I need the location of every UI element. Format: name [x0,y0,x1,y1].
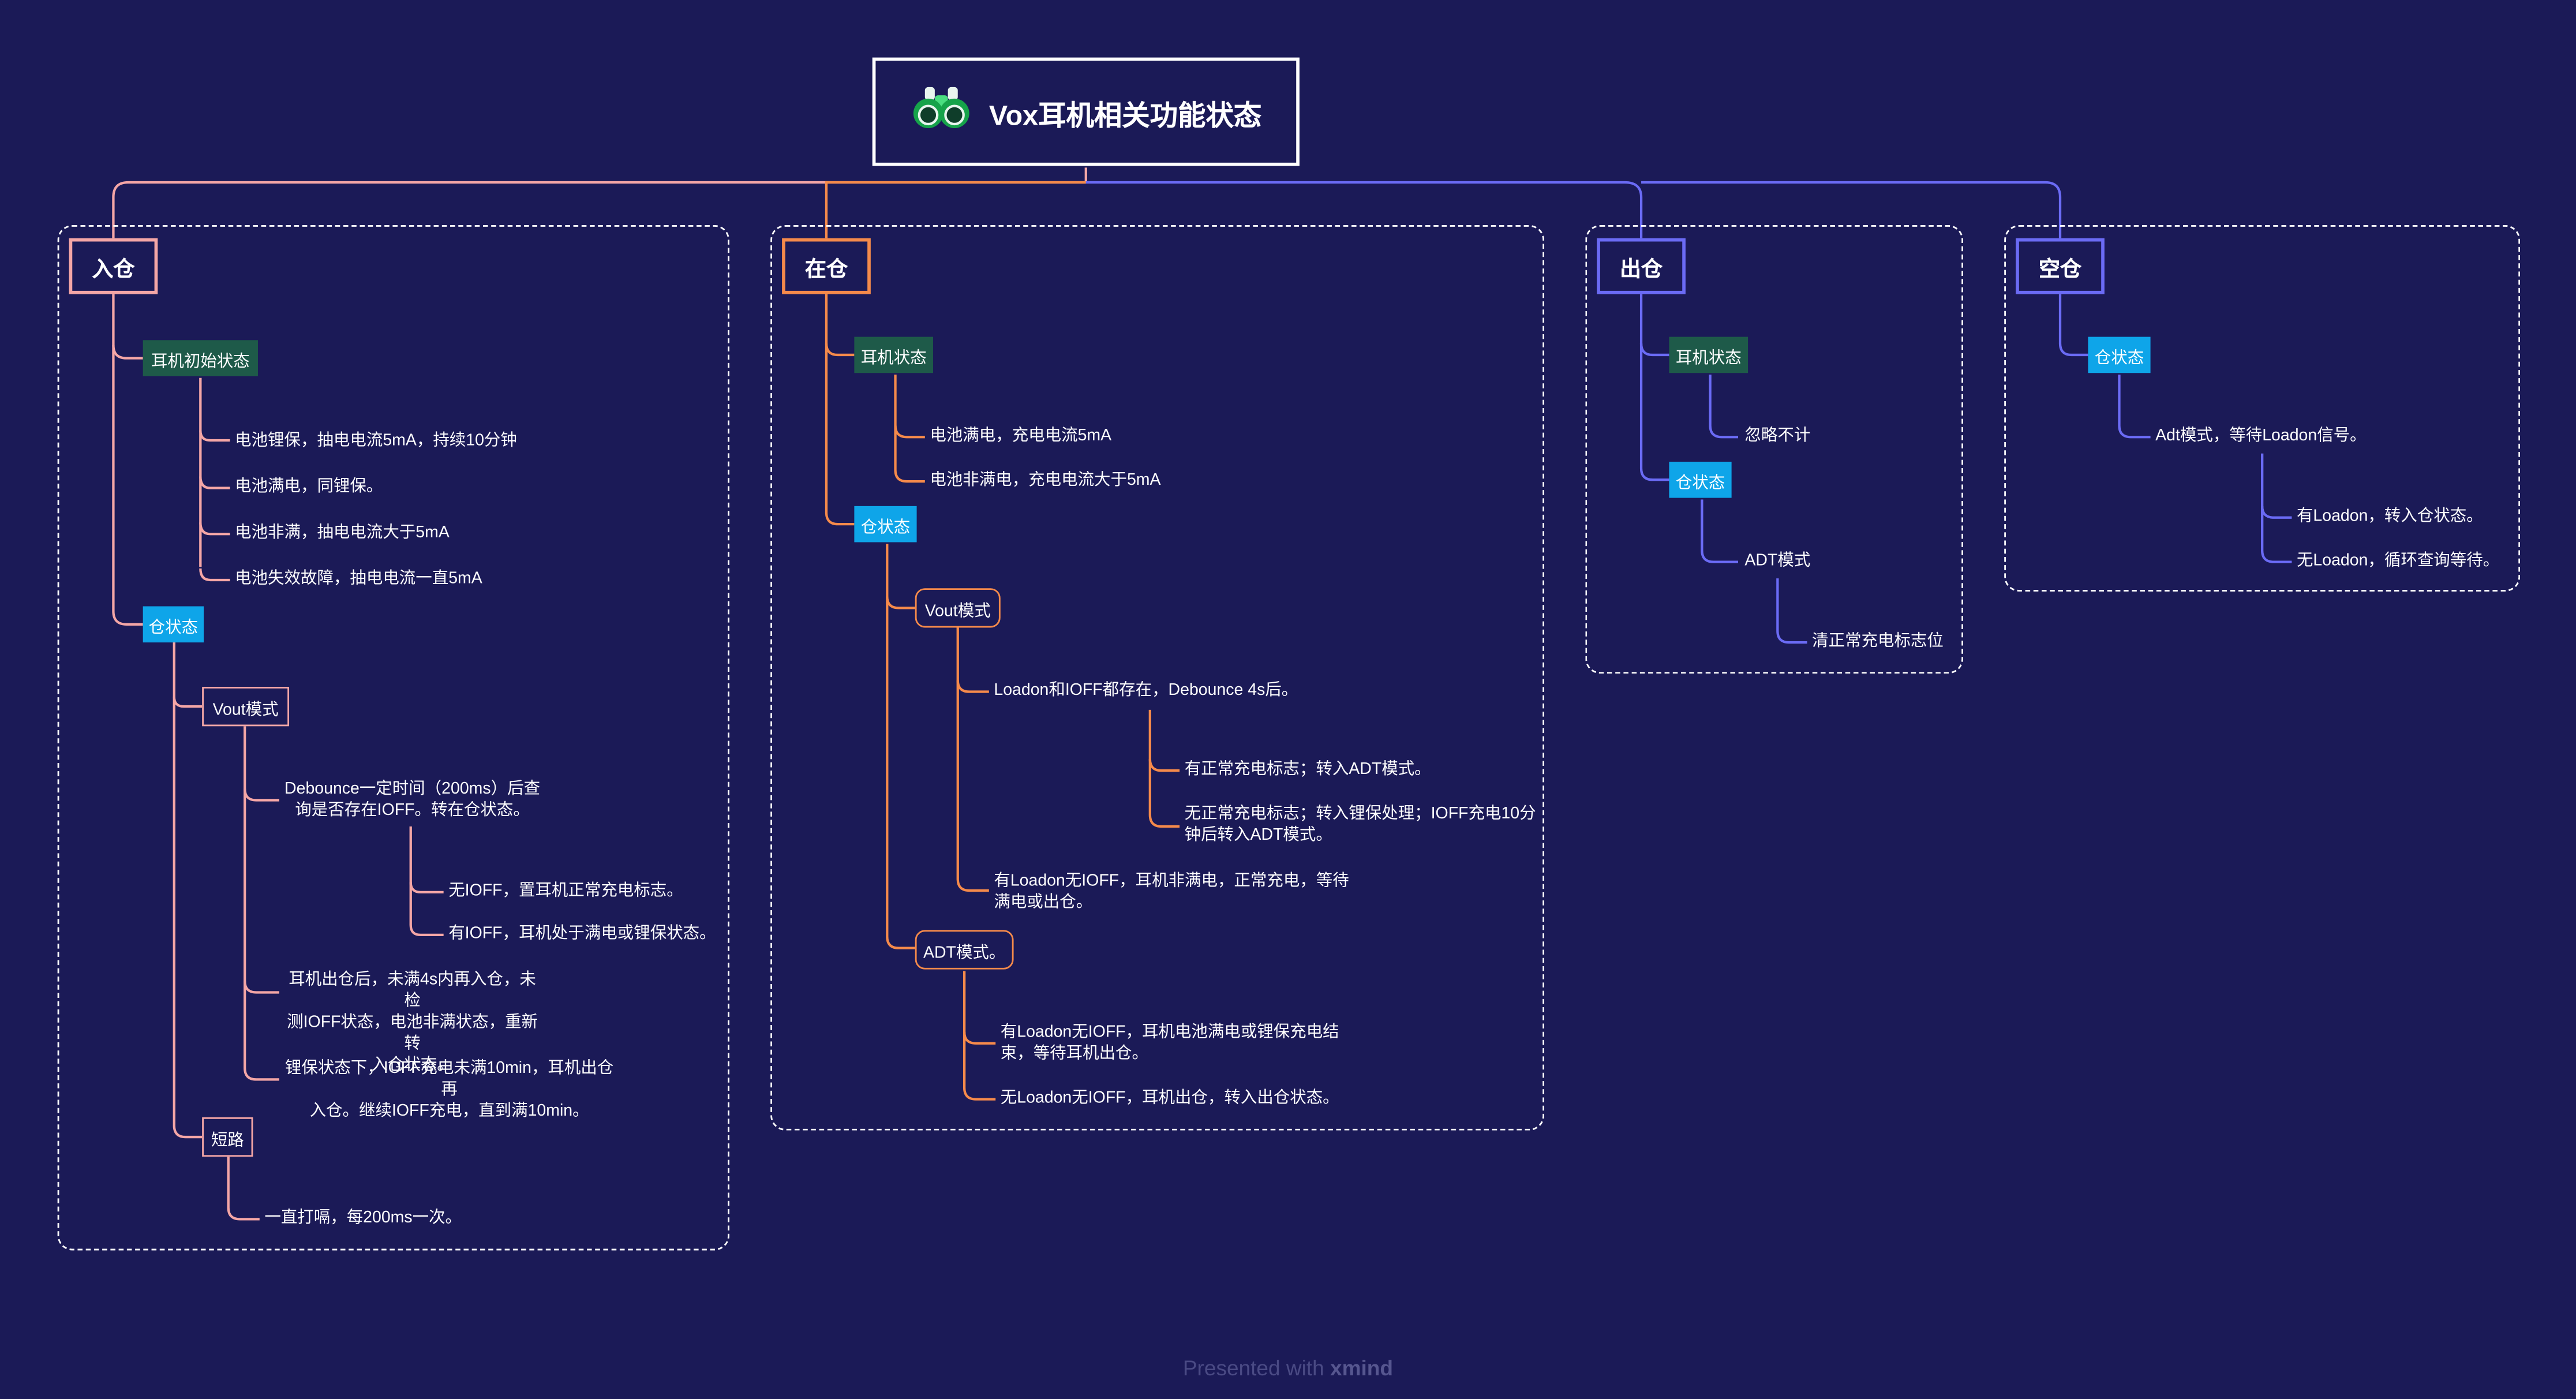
ru-reenter[interactable]: 耳机出仓后，未满4s内再入仓，未检 测IOFF状态，电池非满状态，重新转 入仓状… [287,971,538,1075]
xmind-logo-text: xmind [1330,1355,1394,1381]
kong-has-loadon[interactable]: 有Loadon，转入仓状态。 [2296,507,2483,526]
category-zai[interactable]: 在仓 [782,238,871,294]
footer-attribution: Presented with xmind [0,1356,2576,1381]
kong-no-loadon[interactable]: 无Loadon，循环查询等待。 [2296,552,2500,570]
chu-case-status[interactable]: 仓状态 [1669,461,1732,498]
kong-case-status[interactable]: 仓状态 [2088,336,2151,373]
zai-adt-mode[interactable]: ADT模式。 [915,930,1014,970]
ru-frame [57,225,730,1251]
zai-vout-mode[interactable]: Vout模式 [915,588,1001,628]
kong-adt-wait[interactable]: Adt模式，等待Loadon信号。 [2155,427,2367,446]
ru-headset-item-4[interactable]: 电池失效故障，抽电电流一直5mA [235,570,482,589]
footer-prefix: Presented with [1182,1355,1324,1381]
zai-headset-status[interactable]: 耳机状态 [854,336,934,373]
zai-normal-flag[interactable]: 有正常充电标志；转入ADT模式。 [1184,761,1431,779]
category-chu[interactable]: 出仓 [1597,238,1686,294]
ru-beep[interactable]: 一直打嗝，每200ms一次。 [264,1209,462,1228]
zai-headset-item-2[interactable]: 电池非满电，充电电流大于5mA [930,472,1161,490]
zai-loadon-ioff[interactable]: Loadon和IOFF都存在，Debounce 4s后。 [994,682,1298,700]
zai-headset-item-1[interactable]: 电池满电，充电电流5mA [930,427,1112,446]
zai-no-normal-flag[interactable]: 无正常充电标志；转入锂保处理；IOFF充电10分 钟后转入ADT模式。 [1184,805,1536,845]
root-connectors [112,167,2062,238]
ru-headset-item-2[interactable]: 电池满电，同锂保。 [235,478,383,496]
kong-frame [2004,225,2521,592]
kong-connectors [2058,294,2292,563]
zai-frame [770,225,1545,1131]
zai-connectors [825,294,1180,1101]
zai-loadon-no-ioff[interactable]: 有Loadon无IOFF，耳机非满电，正常充电，等待 满电或出仓。 [994,872,1349,912]
binoculars-icon [910,81,972,142]
zai-case-status[interactable]: 仓状态 [854,506,917,543]
ru-lithium-protect[interactable]: 锂保状态下，IOFF充电未满10min，耳机出仓再 入仓。继续IOFF充电，直到… [284,1060,614,1121]
ru-debounce[interactable]: Debounce一定时间（200ms）后查 询是否存在IOFF。转在仓状态。 [284,780,541,820]
zai-adt-no-loadon[interactable]: 无Loadon无IOFF，耳机出仓，转入出仓状态。 [1000,1089,1339,1108]
ru-case-status[interactable]: 仓状态 [143,606,204,643]
category-ru[interactable]: 入仓 [69,238,158,294]
chu-ignore[interactable]: 忽略不计 [1744,427,1811,446]
zai-adt-loadon[interactable]: 有Loadon无IOFF，耳机电池满电或锂保充电结 束，等待耳机出仓。 [1000,1023,1339,1063]
ru-headset-item-1[interactable]: 电池锂保，抽电电流5mA，持续10分钟 [235,432,517,451]
chu-connectors [1639,294,1807,644]
ru-headset-item-3[interactable]: 电池非满，抽电电流大于5mA [235,524,450,543]
ru-no-ioff[interactable]: 无IOFF，置耳机正常充电标志。 [448,882,683,901]
ru-short-circuit[interactable]: 短路 [202,1117,253,1157]
chu-frame [1585,225,1964,674]
chu-clear-flag[interactable]: 清正常充电标志位 [1812,633,1944,651]
ru-headset-initial-status[interactable]: 耳机初始状态 [143,340,258,376]
ru-connectors [112,294,444,1221]
ru-has-ioff[interactable]: 有IOFF，耳机处于满电或锂保状态。 [448,925,716,944]
ru-vout-mode[interactable]: Vout模式 [202,687,290,727]
category-kong[interactable]: 空仓 [2016,238,2105,294]
root-title: Vox耳机相关功能状态 [989,99,1262,131]
chu-headset-status[interactable]: 耳机状态 [1669,336,1748,373]
chu-adt-mode[interactable]: ADT模式 [1744,552,1811,570]
root-topic[interactable]: Vox耳机相关功能状态 [872,57,1300,166]
